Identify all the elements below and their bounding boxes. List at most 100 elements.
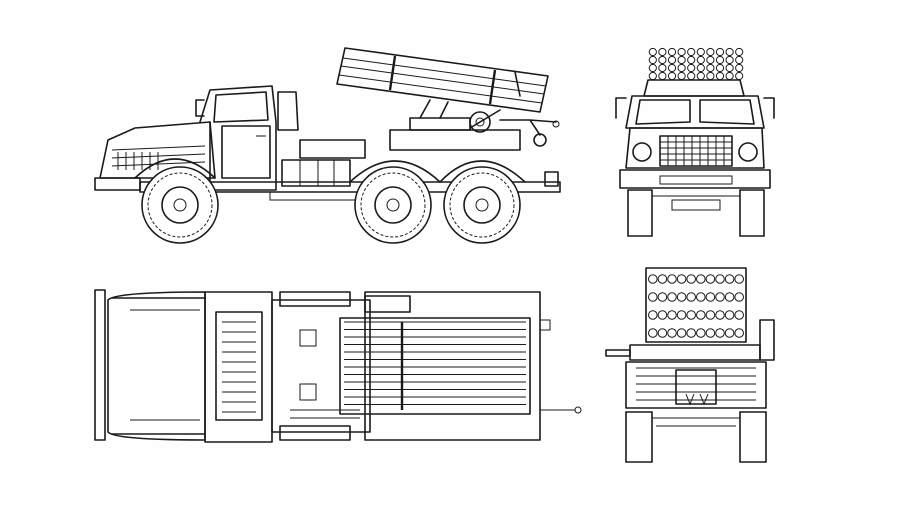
rocket-tube xyxy=(676,292,687,302)
rocket-tube xyxy=(724,328,735,338)
cab-door xyxy=(221,125,271,179)
rocket-tube xyxy=(658,55,667,65)
wheel-rear-side xyxy=(443,166,521,244)
rocket-tube xyxy=(715,63,725,73)
headlight-right xyxy=(738,142,758,162)
rocket-tube xyxy=(648,292,658,302)
rocket-tube xyxy=(696,274,706,284)
cab-front xyxy=(625,95,765,129)
rocket-tube xyxy=(735,47,744,57)
rocket-tube xyxy=(735,71,744,81)
rocket-tubes-rear xyxy=(648,274,745,338)
rear-view xyxy=(605,267,775,463)
rocket-tube xyxy=(725,47,734,57)
rocket-tube xyxy=(705,274,716,284)
rocket-tube xyxy=(725,55,734,65)
rocket-tube xyxy=(706,55,715,65)
rocket-tube xyxy=(648,328,658,338)
rocket-tube xyxy=(667,292,677,302)
rocket-tube xyxy=(677,71,686,81)
rocket-tube xyxy=(706,47,715,57)
rocket-tube xyxy=(706,63,715,73)
rocket-tube xyxy=(677,55,686,65)
top-view xyxy=(94,289,582,443)
rocket-tube xyxy=(715,71,725,81)
rocket-tube xyxy=(686,310,697,320)
rocket-tube xyxy=(677,63,686,73)
side-view xyxy=(94,47,561,244)
rocket-tube xyxy=(687,55,696,65)
rocket-tube xyxy=(686,274,697,284)
rocket-tube xyxy=(735,55,744,65)
rocket-tube xyxy=(734,328,745,338)
rocket-tube xyxy=(657,274,668,284)
wheel-front-right xyxy=(739,189,765,237)
rocket-tube xyxy=(648,63,657,73)
rocket-tube xyxy=(725,71,734,81)
rocket-tube xyxy=(687,63,696,73)
rocket-tube xyxy=(657,328,668,338)
rocket-tube xyxy=(696,71,705,81)
rocket-tube xyxy=(724,292,735,302)
rocket-tube xyxy=(734,292,745,302)
rocket-tube xyxy=(657,310,668,320)
rocket-tube xyxy=(658,71,667,81)
rocket-tube xyxy=(667,71,677,81)
wheel-middle-side xyxy=(354,166,432,244)
headlight-left xyxy=(632,142,652,162)
rocket-tube xyxy=(658,63,667,73)
rocket-tube xyxy=(687,47,696,57)
rocket-tubes-front xyxy=(648,47,744,81)
rocket-tube xyxy=(676,310,687,320)
rocket-tube xyxy=(686,292,697,302)
rocket-tube-pack-side xyxy=(336,47,549,113)
rocket-tube xyxy=(734,310,745,320)
rocket-tube xyxy=(648,55,657,65)
rocket-tube xyxy=(667,274,677,284)
cab-roof xyxy=(204,291,273,443)
rocket-tube xyxy=(676,274,687,284)
radiator-grille xyxy=(659,135,733,167)
rocket-tube xyxy=(706,71,715,81)
rocket-tube xyxy=(715,328,725,338)
rocket-tube xyxy=(677,47,686,57)
rocket-tube xyxy=(715,292,725,302)
rocket-tube xyxy=(724,310,735,320)
rocket-tube xyxy=(648,274,658,284)
rocket-tube xyxy=(657,292,668,302)
rocket-tube xyxy=(667,63,677,73)
rocket-tube xyxy=(715,47,725,57)
rocket-tube xyxy=(696,328,706,338)
rocket-tube xyxy=(696,63,705,73)
rocket-tube xyxy=(705,310,716,320)
rocket-tube xyxy=(725,63,734,73)
rocket-tube xyxy=(648,71,657,81)
wheel-front-side xyxy=(141,166,219,244)
rocket-tube xyxy=(715,55,725,65)
rocket-tube-pack-top xyxy=(339,317,531,415)
rocket-tube xyxy=(715,310,725,320)
wheel-front-left xyxy=(627,189,653,237)
rocket-tube xyxy=(715,274,725,284)
rocket-tube xyxy=(686,328,697,338)
rocket-tube xyxy=(667,55,677,65)
rocket-tube xyxy=(648,310,658,320)
rocket-tube xyxy=(696,55,705,65)
rocket-tube xyxy=(676,328,687,338)
rocket-tube xyxy=(667,328,677,338)
wheel-rear-right xyxy=(739,411,767,463)
rocket-tube xyxy=(658,47,667,57)
rocket-tube xyxy=(724,274,735,284)
rocket-tube xyxy=(687,71,696,81)
rocket-tube xyxy=(735,63,744,73)
rocket-tube xyxy=(696,47,705,57)
rocket-tube xyxy=(667,310,677,320)
front-view xyxy=(615,47,775,237)
rocket-tube xyxy=(734,274,745,284)
rocket-tube xyxy=(696,310,706,320)
rocket-tube xyxy=(705,328,716,338)
rocket-tube xyxy=(705,292,716,302)
rocket-tube xyxy=(648,47,657,57)
